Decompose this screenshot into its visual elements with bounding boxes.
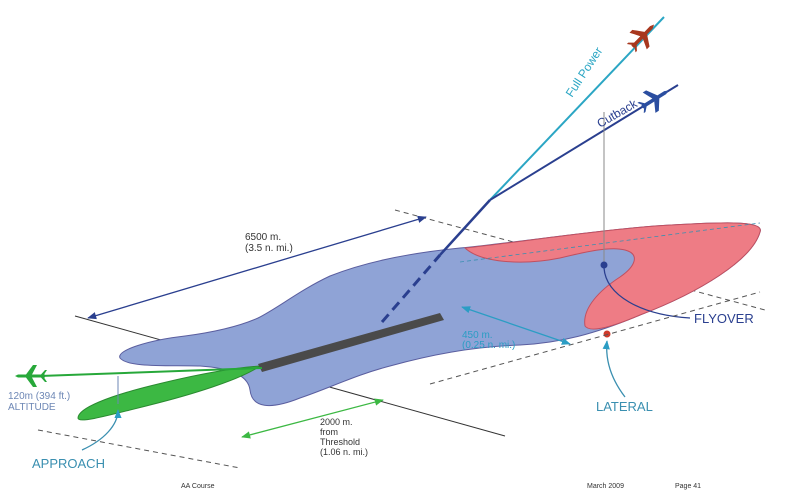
- flyover-point: [600, 261, 608, 269]
- lateral-line-teal: [459, 222, 761, 263]
- approach-pointer: [81, 409, 122, 451]
- cutback-aircraft-icon: [637, 90, 669, 114]
- dimension-6500-label-line2: (3.5 n. mi.): [245, 243, 293, 254]
- approach-glide-path: [39, 367, 263, 377]
- climb-path-dashed: [380, 254, 442, 323]
- dimension-2000-label-line3: Threshold: [320, 437, 360, 447]
- dimension-6500-label-line1: 6500 m.: [245, 232, 281, 243]
- altitude-label-line1: 120m (394 ft.): [8, 391, 70, 402]
- full-power-label: Full Power: [563, 44, 606, 99]
- climb-path-solid: [439, 199, 491, 256]
- footer-course: AA Course: [181, 483, 215, 490]
- dimension-2000-label-line1: 2000 m.: [320, 417, 353, 427]
- lateral-point: [603, 330, 611, 338]
- full-power-noise-footprint-red: [463, 222, 761, 330]
- lateral-line-dashed: [429, 291, 761, 385]
- dimension-450-arrow: [461, 306, 571, 345]
- dimension-450-label-line1: 450 m.: [462, 330, 493, 341]
- dimension-2000-label-line4: (1.06 n. mi.): [320, 447, 368, 457]
- runway: [258, 313, 444, 372]
- approach-aircraft-icon: [15, 365, 47, 387]
- flyover-label: FLYOVER: [694, 311, 754, 326]
- dimension-2000-arrow: [241, 398, 384, 439]
- lateral-label: LATERAL: [596, 399, 653, 414]
- flyover-pointer: [603, 267, 691, 319]
- footer-date: March 2009: [587, 483, 624, 490]
- ground-line-threshold-dashed: [37, 429, 241, 469]
- lateral-pointer: [602, 340, 626, 398]
- dimension-6500-arrow: [87, 215, 427, 320]
- approach-label: APPROACH: [32, 456, 105, 471]
- approach-noise-footprint-green: [77, 365, 262, 421]
- altitude-label-line2: ALTITUDE: [8, 402, 56, 413]
- full-power-aircraft-icon: [626, 24, 655, 53]
- dimension-2000-label-line2: from: [320, 427, 338, 437]
- footer-page: Page 41: [675, 483, 701, 490]
- dimension-450-label-line2: (0.25 n. mi.): [462, 340, 515, 351]
